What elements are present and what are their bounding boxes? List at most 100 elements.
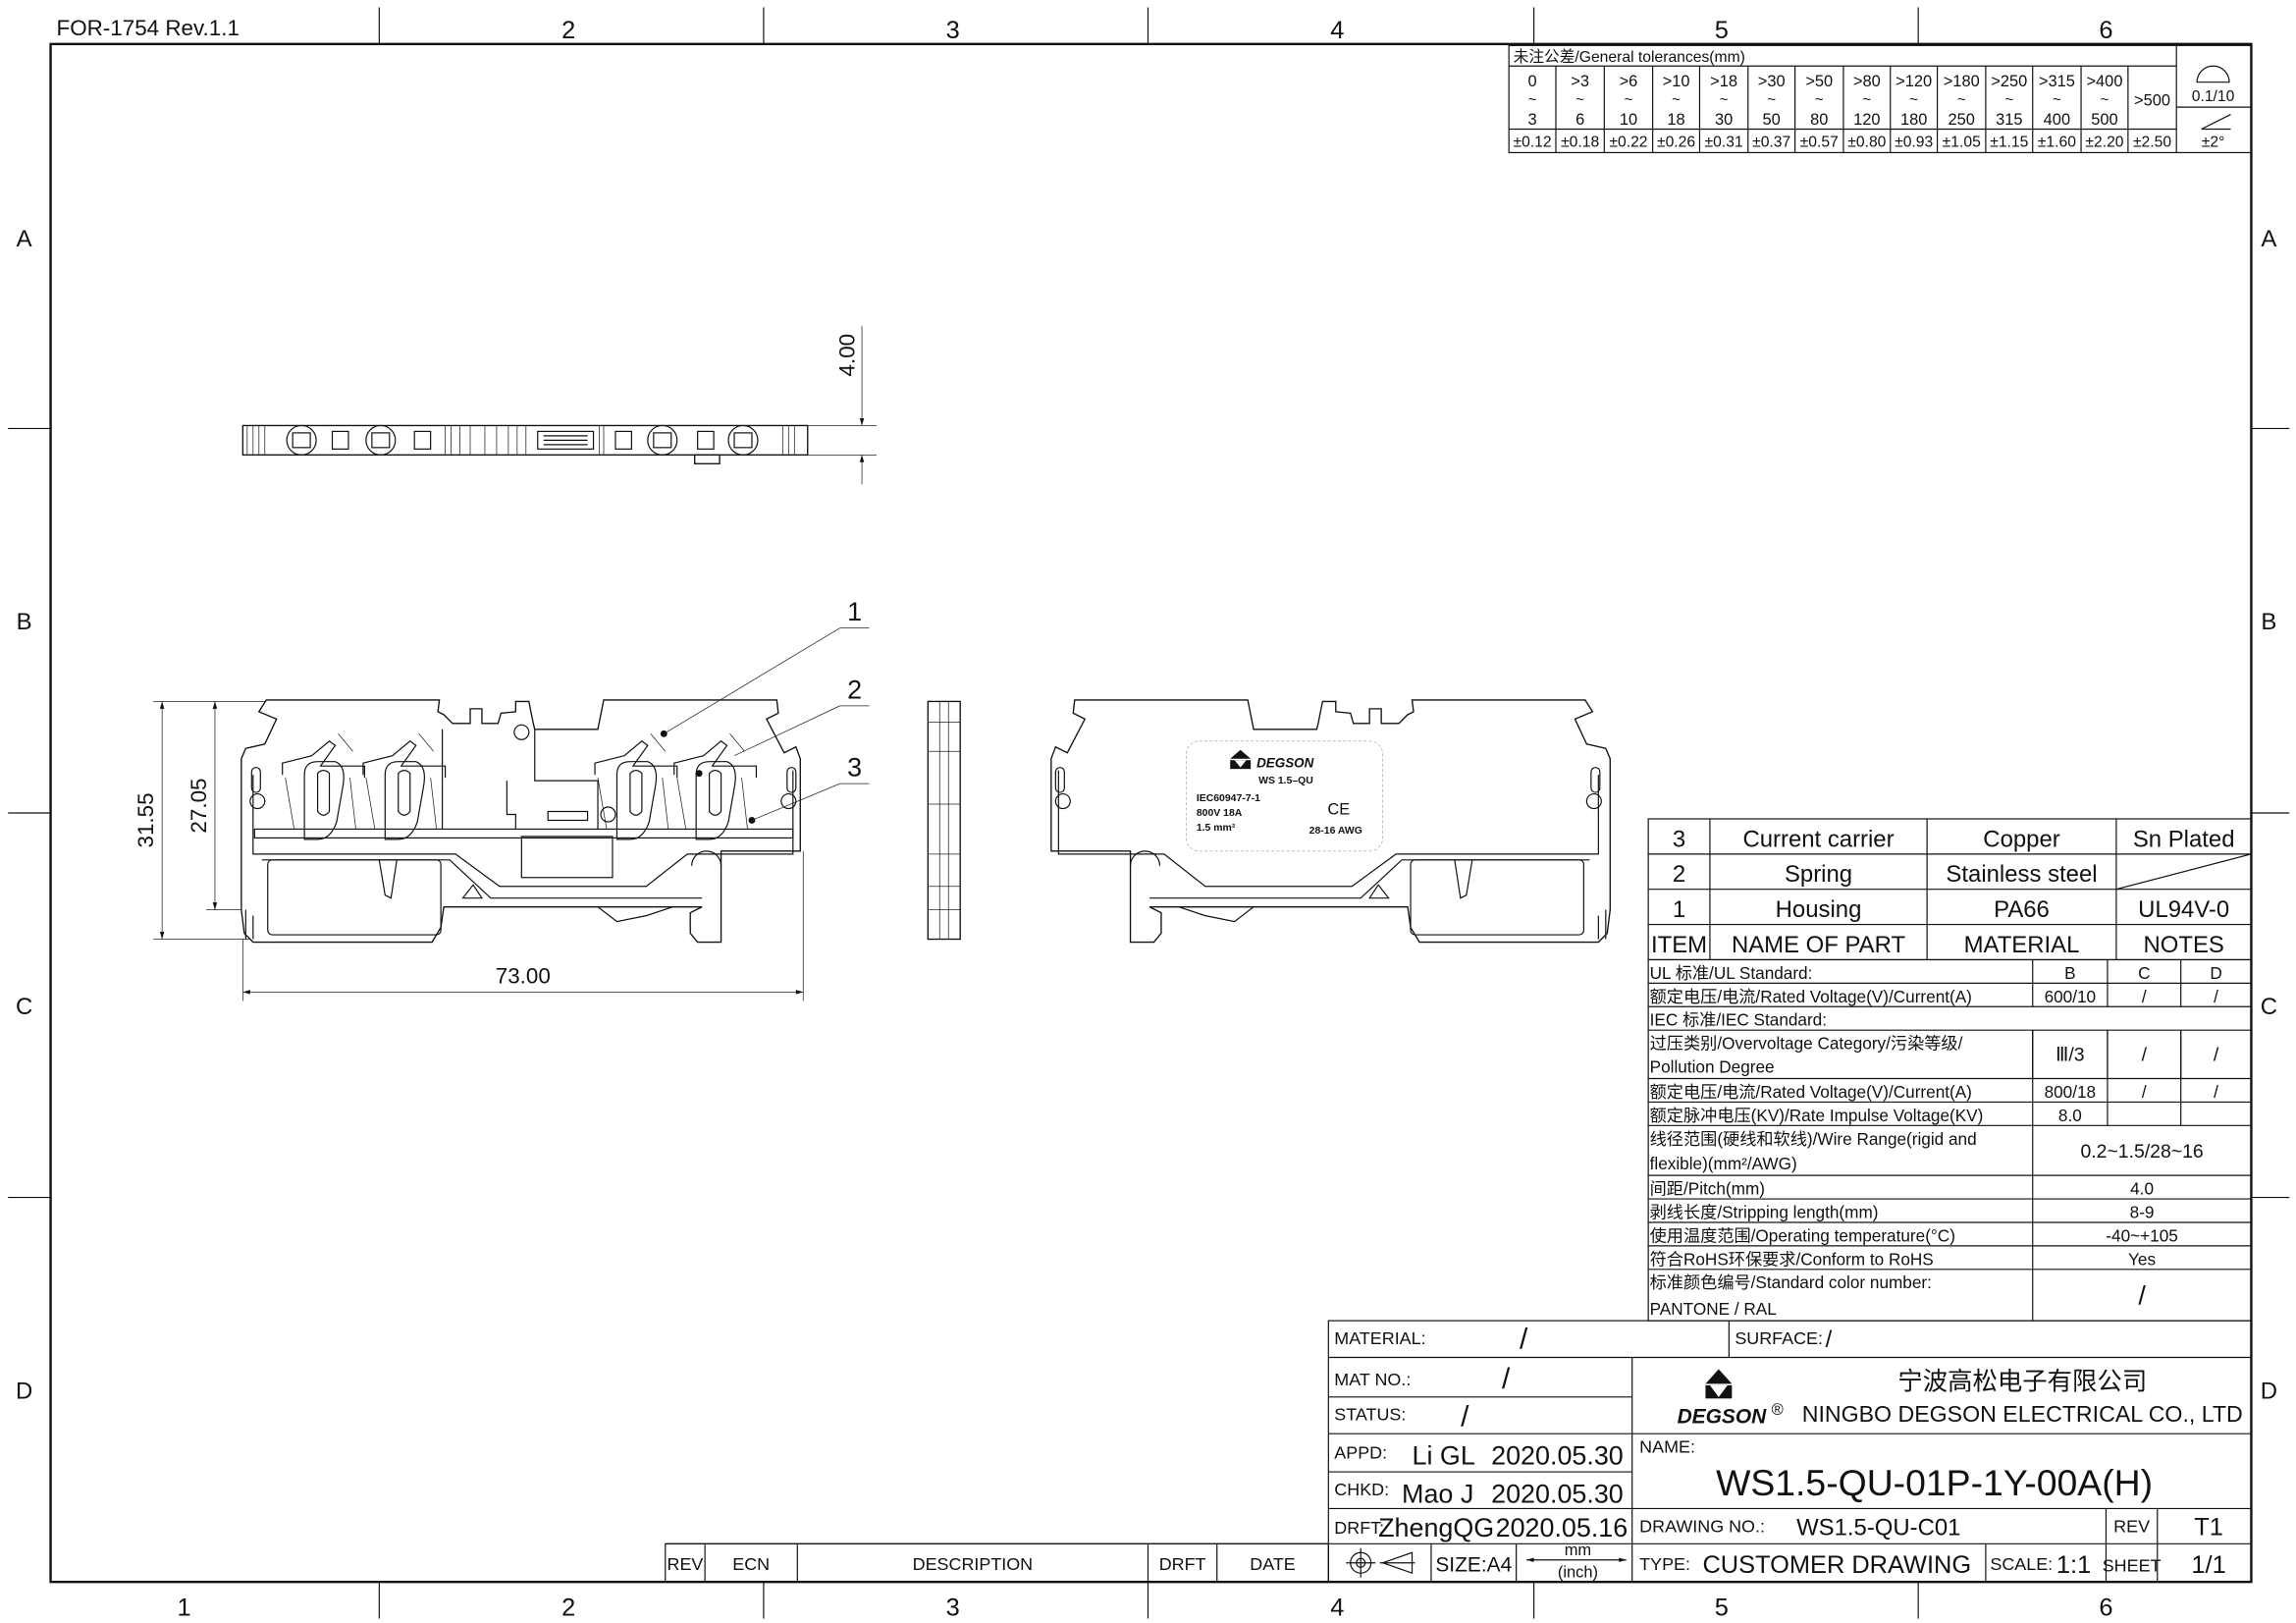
parts-header: MATERIAL [1964, 932, 2080, 958]
tolerance-range-tilde: ~ [2053, 91, 2061, 108]
spec-value: / [2214, 1045, 2219, 1066]
parts-cell: 3 [1673, 826, 1685, 852]
dimension-inner-height: 27.05 [187, 778, 211, 833]
label-awg: 28-16 AWG [1309, 826, 1362, 837]
top-view [241, 424, 809, 464]
spec-value: / [2214, 1082, 2218, 1102]
unit-primary: mm [1565, 1542, 1591, 1559]
tolerance-range-to: 500 [2091, 111, 2117, 129]
tolerance-value: ±0.26 [1657, 134, 1695, 150]
zone-column-label: 1 [178, 1595, 191, 1622]
status-value: / [1461, 1401, 1469, 1434]
tolerance-title: 未注公差/General tolerances(mm) [1514, 48, 1745, 66]
tolerance-range-tilde: ~ [1528, 91, 1537, 108]
tolerance-range-tilde: ~ [2004, 91, 2013, 108]
revision-table-header: REV [667, 1554, 704, 1574]
tolerance-range-tilde: ~ [1575, 91, 1584, 108]
scale-value: 1:1 [2056, 1551, 2091, 1579]
back-view [1050, 699, 1611, 944]
tolerance-range-tilde: ~ [1862, 91, 1871, 108]
side-view [927, 700, 961, 941]
tolerance-range-to: 315 [1996, 111, 2022, 129]
dimension-overall-height: 31.55 [133, 792, 158, 847]
surface-label: SURFACE: [1735, 1328, 1823, 1348]
tolerance-range-from: >250 [1991, 73, 2027, 90]
parts-cell: 1 [1673, 896, 1685, 923]
tolerance-range-to: 250 [1949, 111, 1975, 129]
revision-table-header: DATE [1250, 1554, 1296, 1574]
tolerance-value: ±0.37 [1752, 134, 1790, 150]
spring [303, 761, 345, 840]
material-value: / [1520, 1324, 1528, 1356]
tolerance-range-from: >400 [2086, 73, 2122, 90]
tolerance-range-from: >315 [2039, 73, 2075, 90]
tolerance-value: ±0.18 [1561, 134, 1599, 150]
zone-column-label: 6 [2099, 1595, 2112, 1622]
drafted-by: ZhengQG [1378, 1513, 1494, 1542]
mat-no-label: MAT NO.: [1334, 1370, 1411, 1389]
label-logo-icon [1230, 749, 1252, 770]
sheet-size: SIZE:A4 [1435, 1554, 1512, 1577]
label-brand: DEGSON [1256, 756, 1314, 771]
approved-by: Li GL [1413, 1441, 1475, 1471]
wire-entry-slot [629, 770, 643, 816]
revision-table-header: DESCRIPTION [913, 1554, 1033, 1574]
zone-column-label: 2 [561, 17, 575, 44]
spring-lever [594, 739, 678, 779]
revision-table-header: DRFT [1159, 1554, 1206, 1574]
company-name-cn: 宁波高松电子有限公司 [1897, 1368, 2147, 1395]
zone-row-label: C [16, 994, 32, 1020]
ce-mark: CE [1327, 800, 1350, 818]
spec-value: / [2214, 987, 2218, 1006]
title-block: MATERIAL:/SURFACE:/MAT NO.:/STATUS:/APPD… [665, 1320, 2253, 1583]
spec-label: 额定电压/电流/Rated Voltage(V)/Current(A) [1650, 987, 1972, 1006]
drawing-number: WS1.5-QU-C01 [1796, 1514, 1960, 1541]
housing-outline [240, 699, 801, 944]
registered-mark: ® [1772, 1401, 1784, 1419]
spec-value: Ⅲ/3 [2056, 1045, 2085, 1066]
tolerance-range-to: 30 [1715, 111, 1733, 129]
zone-column-label: 5 [1715, 1595, 1729, 1622]
spec-label: PANTONE / RAL [1650, 1299, 1777, 1319]
unit-secondary: (inch) [1558, 1564, 1598, 1582]
parts-cell: Sn Plated [2133, 826, 2235, 852]
tolerance-range-from: >120 [1896, 73, 1932, 90]
spec-value: 8-9 [2130, 1202, 2155, 1221]
tolerance-range-tilde: ~ [1672, 91, 1681, 108]
status-label: STATUS: [1334, 1405, 1406, 1425]
spec-label: 过压类别/Overvoltage Category/污染等级/ [1650, 1034, 1963, 1054]
spec-value: 4.0 [2130, 1179, 2154, 1199]
tolerance-value: ±0.22 [1609, 134, 1647, 150]
zone-row-label: B [17, 609, 32, 635]
wire-entry-slot [709, 770, 722, 816]
item-balloon: 1 [847, 597, 862, 626]
checked-label: CHKD: [1334, 1480, 1389, 1499]
brand-name: DEGSON [1678, 1406, 1768, 1429]
name-label: NAME: [1639, 1437, 1695, 1457]
wire-entry-slot [316, 770, 331, 816]
spec-value: / [2142, 987, 2147, 1006]
flatness-symbol-icon [2196, 65, 2230, 83]
parts-cell: Copper [1983, 826, 2059, 852]
tolerance-value: ±1.05 [1943, 134, 1981, 150]
spec-label: 线径范围(硬线和软线)/Wire Range(rigid and [1650, 1129, 1977, 1149]
zone-column-label: 3 [946, 17, 960, 44]
tolerance-value: ±0.80 [1847, 134, 1886, 150]
parts-cell: Stainless steel [1946, 861, 2097, 888]
zone-column-label: 4 [1330, 17, 1344, 44]
angle-symbol-icon [2201, 114, 2231, 131]
parts-cell: Spring [1785, 861, 1852, 888]
spring [384, 761, 425, 840]
parts-header: NOTES [2143, 932, 2223, 958]
tolerance-range-from: >6 [1620, 73, 1638, 90]
dimension-lines [153, 325, 878, 1001]
parts-cell: Housing [1776, 896, 1862, 923]
zone-column-label: 4 [1330, 1595, 1344, 1622]
parts-cell: UL94V-0 [2138, 896, 2229, 923]
item-balloon: 3 [847, 753, 862, 783]
label-rating: 800V 18A [1197, 808, 1243, 819]
tolerance-range-tilde: ~ [1815, 91, 1824, 108]
